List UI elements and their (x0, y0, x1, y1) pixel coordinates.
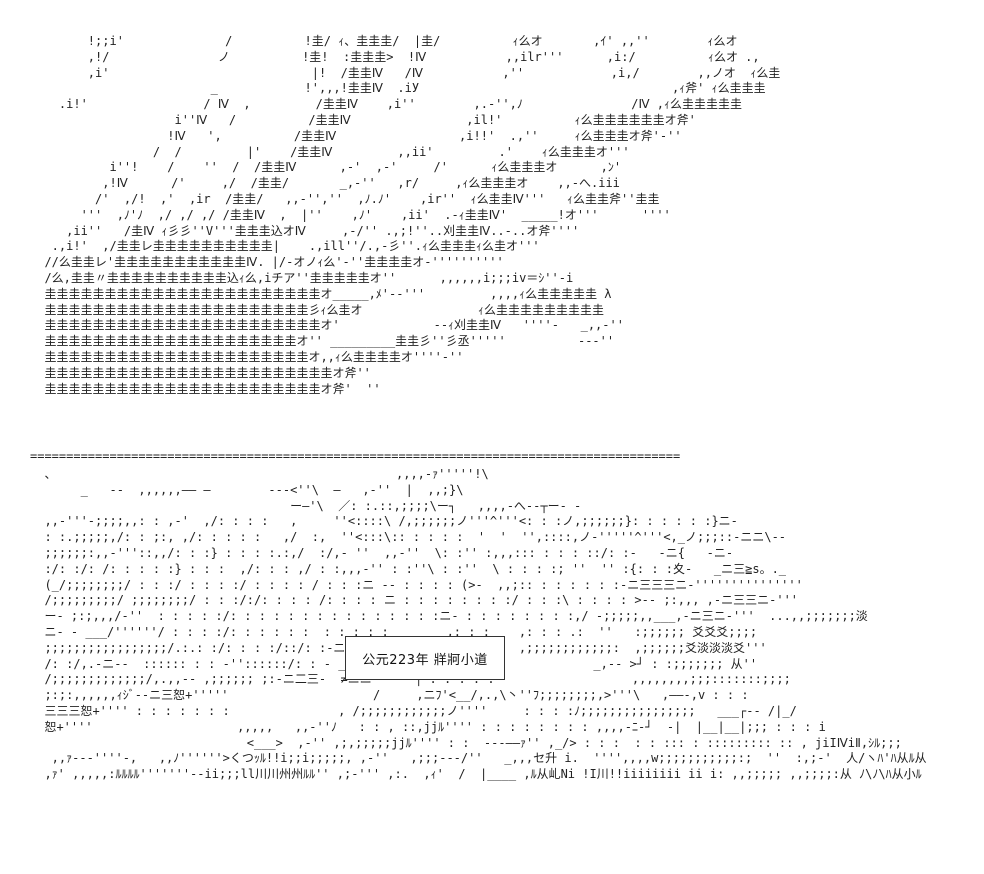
ascii-mountain-landscape: 、 ,,,,-ｧ'''''!\ _ -- ,,,,,,―― ― ---<''\ … (44, 467, 927, 782)
caption-box: 公元223年 牂牁小道 (345, 636, 505, 680)
ascii-sky-rays: !;;i' / !圭/ ｨ、圭圭圭/ |圭/ ｨ么オ ,ｲ' ,,'' ｨ么オ … (44, 34, 781, 396)
horizon-divider: ========================================… (30, 449, 681, 463)
location-caption: 公元223年 牂牁小道 (362, 652, 488, 668)
